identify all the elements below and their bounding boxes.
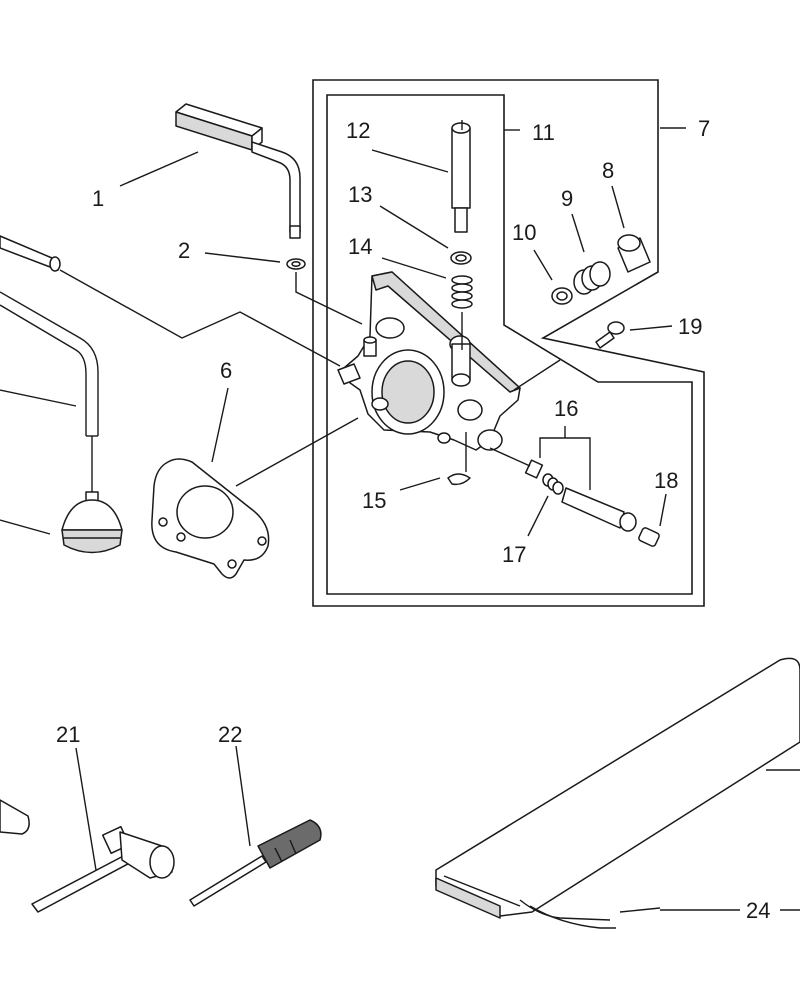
callout-22: 22 <box>218 722 242 747</box>
callout-17: 17 <box>502 542 526 567</box>
fuel-line-part-1 <box>175 103 301 239</box>
washer-part-10 <box>551 287 573 305</box>
assembly-box-7 <box>312 79 705 607</box>
idle-screw-part-16 <box>524 459 637 532</box>
spring-part-9 <box>573 261 611 295</box>
cap-part-18 <box>638 527 660 547</box>
callout-14: 14 <box>348 234 372 259</box>
screw-part-19 <box>595 321 625 349</box>
leader-lines <box>0 127 800 911</box>
callout-9: 9 <box>561 186 573 211</box>
fuel-hose <box>0 235 99 492</box>
clip-part-15 <box>447 473 471 486</box>
callout-labels: 1 2 6 7 8 9 10 11 12 13 14 15 16 17 18 1… <box>56 116 770 923</box>
callout-13: 13 <box>348 182 372 207</box>
partial-part-left <box>0 799 30 835</box>
screwdriver-part-22 <box>189 819 322 907</box>
callout-12: 12 <box>346 118 370 143</box>
fuel-filter <box>61 491 123 554</box>
needle-part-12 <box>451 120 471 233</box>
callout-11: 11 <box>532 120 555 145</box>
assembly-box-11 <box>326 94 693 595</box>
callout-10: 10 <box>512 220 536 245</box>
callout-2: 2 <box>178 238 190 263</box>
fitting-part-8 <box>617 234 651 273</box>
callout-8: 8 <box>602 158 614 183</box>
guide-bar-cover <box>435 657 800 929</box>
callout-15: 15 <box>362 488 386 513</box>
gasket-part-6 <box>151 458 270 579</box>
callout-16: 16 <box>554 396 578 421</box>
t-wrench-part-21 <box>31 825 175 913</box>
spring-part-14 <box>451 275 473 309</box>
callout-21: 21 <box>56 722 80 747</box>
callout-19: 19 <box>678 314 702 339</box>
callout-24: 24 <box>746 898 770 923</box>
carburetor-body <box>337 271 521 451</box>
callout-18: 18 <box>654 468 678 493</box>
callout-6: 6 <box>220 358 232 383</box>
callout-1: 1 <box>92 186 104 211</box>
callout-7: 7 <box>698 116 710 141</box>
